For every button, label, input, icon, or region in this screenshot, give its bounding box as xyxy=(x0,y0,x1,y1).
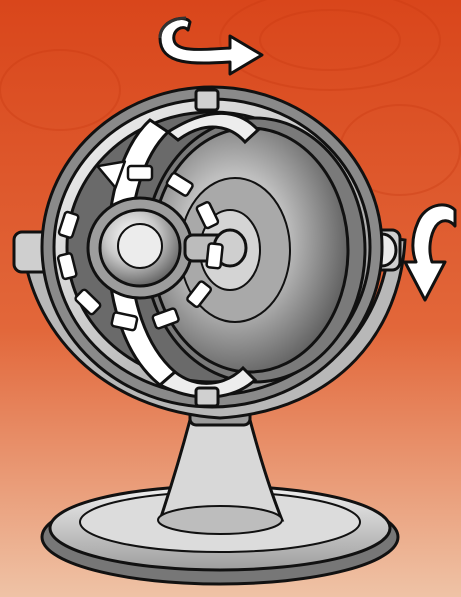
top-pivot xyxy=(196,90,218,110)
bottom-pivot xyxy=(196,388,218,406)
